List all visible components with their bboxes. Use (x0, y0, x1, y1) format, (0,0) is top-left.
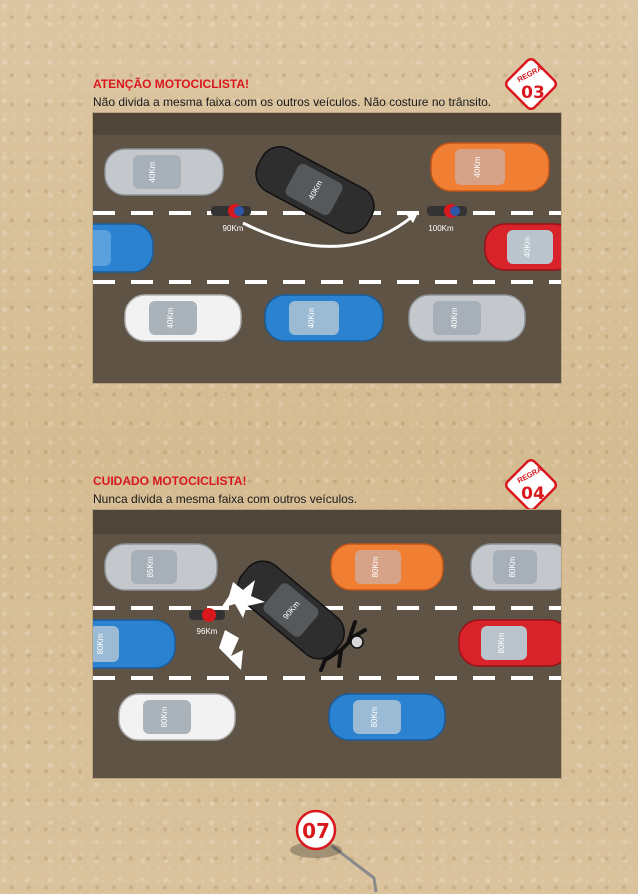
car-speed: 80Km (371, 556, 380, 577)
car-red-mid-right: 40Km (484, 223, 561, 271)
car-white-bottom-left: 80Km (118, 693, 236, 741)
car-orange-top-center: 80Km (330, 543, 444, 591)
car-speed: 85Km (146, 556, 155, 577)
helmet-icon (350, 635, 364, 649)
car-red-mid-right: 80Km (458, 619, 561, 667)
thrown-rider-icon (319, 620, 367, 672)
rule4-text: Nunca divida a mesma faixa com outros ve… (93, 492, 358, 506)
rule4-badge: REGRA 04 (504, 458, 558, 512)
car-blue-mid-left (93, 223, 154, 273)
rule4-title: CUIDADO MOTOCICLISTA! (93, 474, 247, 488)
rule4-badge-number: 04 (521, 484, 545, 504)
rule3-text: Não divida a mesma faixa com os outros v… (93, 95, 492, 109)
car-blue-mid-left: 80Km (93, 619, 176, 669)
moto-speed-2: 100Km (428, 224, 454, 233)
weave-arrow (242, 214, 414, 248)
car-speed: 80Km (160, 706, 169, 727)
page-number-badge: 07 (290, 809, 378, 893)
car-grey-top-left: 85Km (104, 543, 218, 591)
car-speed: 80Km (497, 632, 506, 653)
page-number: 07 (302, 819, 330, 843)
rule4-illustration: 85Km 80Km 80Km 90Km 96Km (93, 510, 561, 778)
car-white-bottom-left: 40Km (124, 294, 242, 342)
car-blue-bottom-center: 80Km (328, 693, 446, 741)
car-speed: 80Km (370, 706, 379, 727)
rule3-title: ATENÇÃO MOTOCICLISTA! (93, 77, 249, 91)
car-speed: 40Km (307, 307, 316, 328)
car-orange-top-right: 40Km (430, 142, 550, 192)
car-speed: 40Km (166, 307, 175, 328)
car-grey-top-right: 80Km (470, 543, 561, 591)
car-black-crash: 90Km (237, 560, 345, 660)
moto-speed: 96Km (197, 627, 218, 636)
car-black-center: 40Km (255, 146, 375, 234)
car-blue-bottom-center: 40Km (264, 294, 384, 342)
rule3-badge-number: 03 (521, 83, 545, 103)
impact-burst-icon (221, 580, 265, 618)
car-grey-bottom-right: 40Km (408, 294, 526, 342)
car-speed: 80Km (508, 556, 517, 577)
car-speed: 40Km (523, 236, 532, 257)
motorcycle-1 (211, 204, 251, 218)
arrow-head-icon (406, 211, 419, 223)
motorcycle (189, 608, 225, 622)
impact-burst-icon (219, 630, 243, 670)
car-speed: 40Km (473, 156, 482, 177)
moto-speed-1: 90Km (223, 224, 244, 233)
rule3-illustration: 40Km 40Km 40Km 90Km 100Km (93, 113, 561, 383)
car-speed: 40Km (450, 307, 459, 328)
car-grey-top-left: 40Km (104, 148, 224, 196)
motorcycle-2 (427, 204, 467, 218)
car-speed: 80Km (96, 633, 105, 654)
rule3-badge: REGRA 03 (504, 57, 558, 111)
car-speed: 40Km (148, 161, 157, 182)
